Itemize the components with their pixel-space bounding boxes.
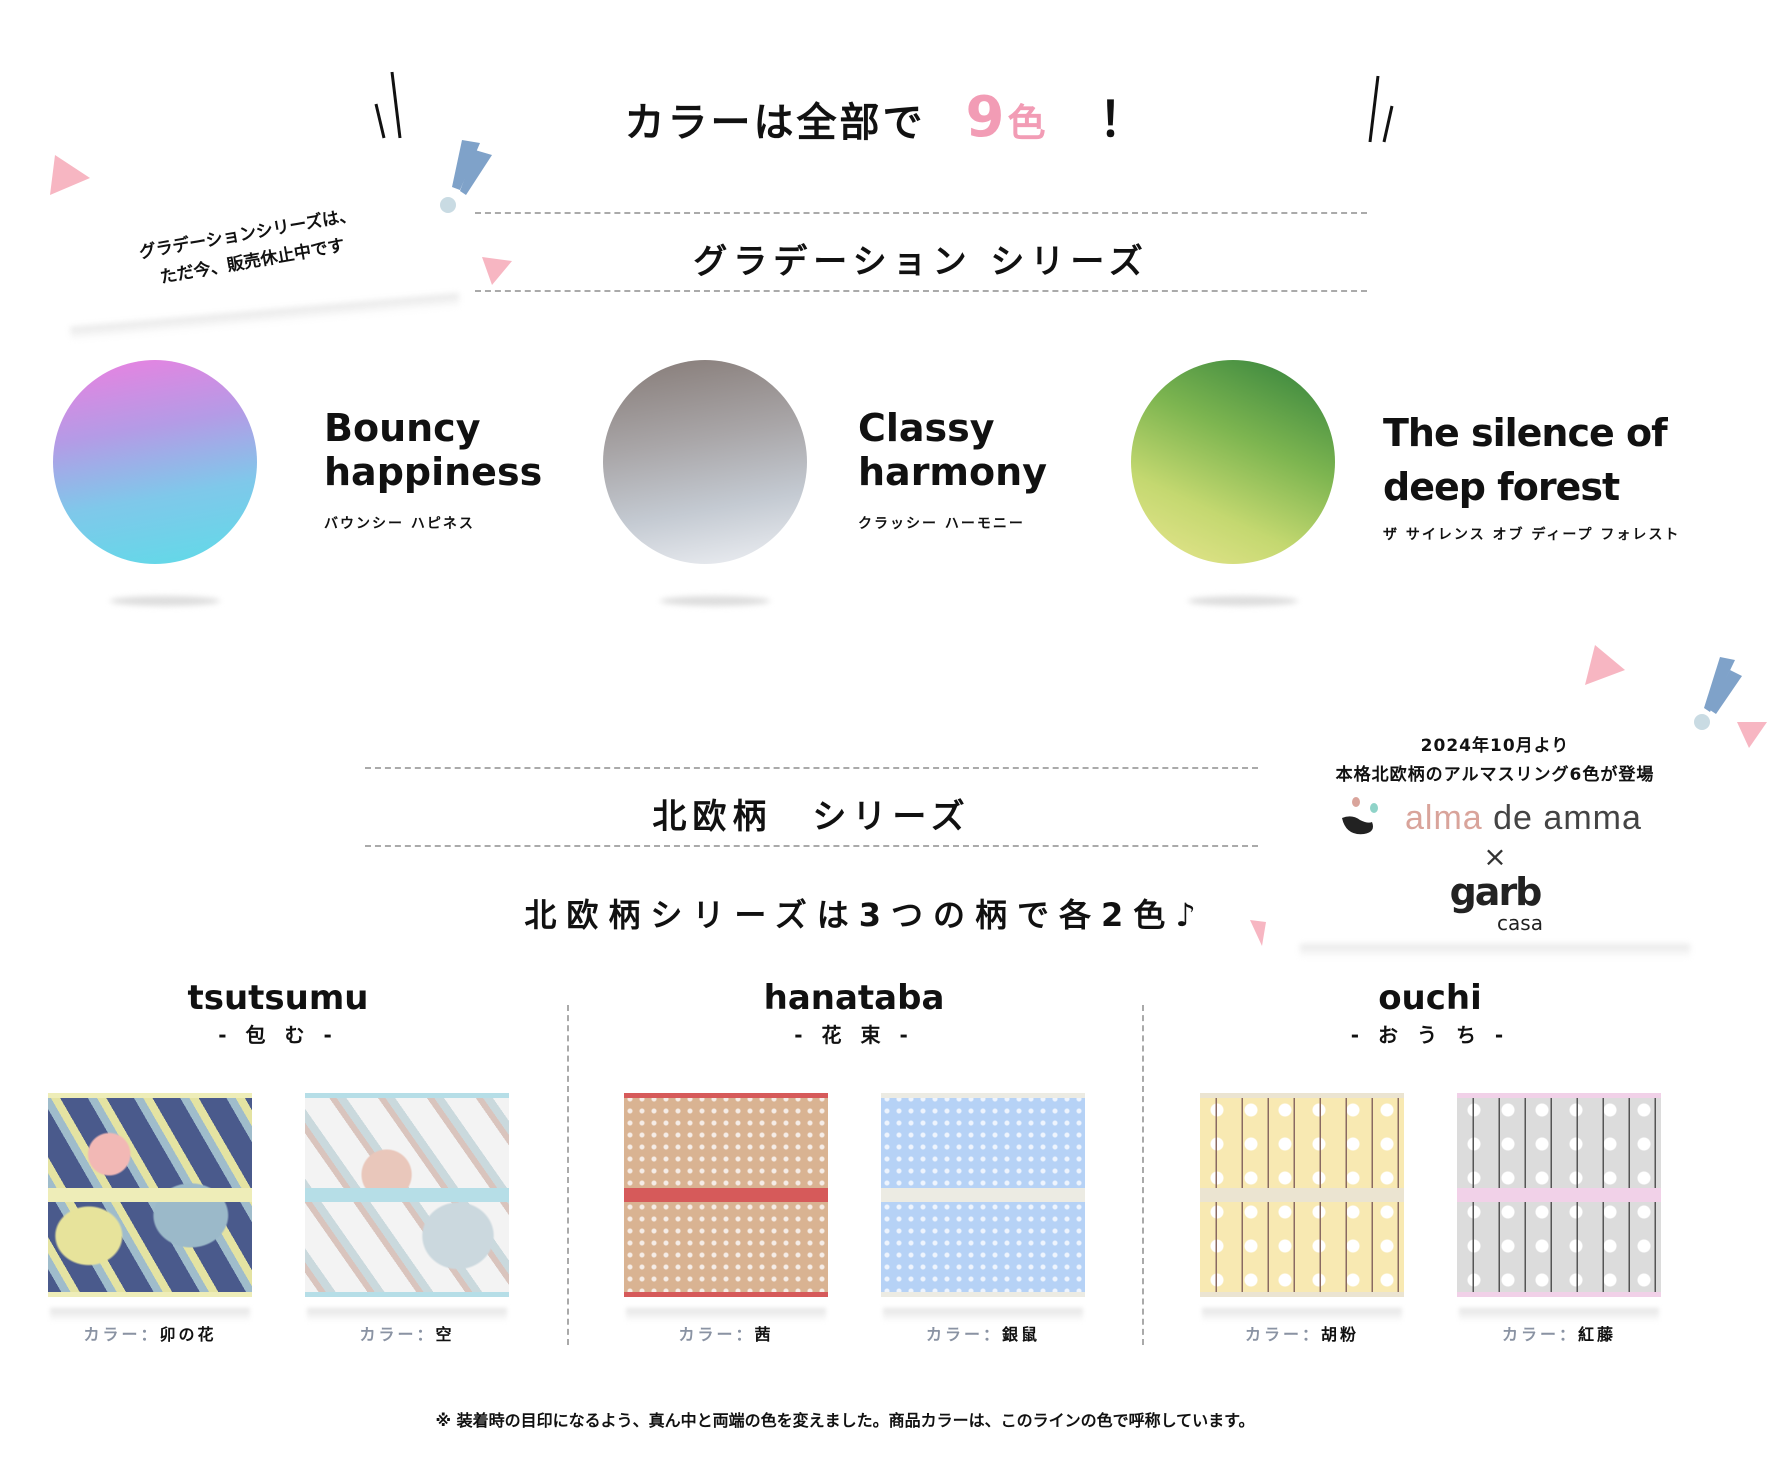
swatch-sora bbox=[305, 1093, 509, 1297]
decoration-lines-icon bbox=[374, 71, 402, 139]
sale-suspended-note: グラデーションシリーズは、ただ今、販売休止中です bbox=[137, 205, 358, 288]
nordic-subtitle: 北欧柄シリーズは3つの柄で各2色♪ bbox=[524, 896, 1206, 934]
swatch-bouncy-happiness bbox=[53, 360, 257, 564]
color-caption: カラー：茜 bbox=[678, 1325, 774, 1344]
pennant-icon bbox=[50, 155, 90, 195]
collab-cross: × bbox=[1483, 840, 1507, 873]
pattern-name: tsutsumu bbox=[187, 978, 369, 1018]
swatch-silence-of-deep-forest bbox=[1131, 360, 1335, 564]
pattern-sub: - 花 束 - bbox=[794, 1023, 914, 1047]
divider bbox=[365, 767, 1258, 769]
swatch-shadow bbox=[1459, 1308, 1659, 1322]
swatch-gofun bbox=[1200, 1093, 1404, 1297]
brand-garb: garb bbox=[1449, 870, 1543, 914]
swatch-unohana bbox=[48, 1093, 252, 1297]
brand-garb-casa: casa bbox=[1497, 911, 1543, 935]
pattern-sub: - 包 む - bbox=[218, 1023, 338, 1047]
promo-text: 本格北欧柄のアルマスリング6色が登場 bbox=[1335, 765, 1655, 785]
pennant-icon bbox=[482, 257, 512, 285]
promo-date: 2024年10月より bbox=[1420, 736, 1570, 756]
color-kana: バウンシー ハピネス bbox=[324, 516, 475, 532]
swatch-classy-harmony bbox=[603, 360, 807, 564]
color-caption: カラー：卯の花 bbox=[83, 1325, 217, 1344]
circle-shadow bbox=[660, 596, 770, 606]
color-caption: カラー：紅藤 bbox=[1501, 1325, 1617, 1344]
brand-alma-de-amma: alma de amma bbox=[1405, 799, 1642, 837]
divider-vertical bbox=[1142, 1005, 1144, 1345]
swatch-akane bbox=[624, 1093, 828, 1297]
swatch-ginnezu bbox=[881, 1093, 1085, 1297]
color-caption: カラー：胡粉 bbox=[1244, 1325, 1360, 1344]
promo-shadow bbox=[1300, 944, 1690, 958]
divider bbox=[475, 212, 1367, 214]
circle-shadow bbox=[110, 596, 220, 606]
color-count: 9 bbox=[965, 85, 1008, 150]
pattern-name: ouchi bbox=[1378, 978, 1482, 1018]
swatch-shadow bbox=[50, 1308, 250, 1322]
divider bbox=[475, 290, 1367, 292]
pennant-icon bbox=[1250, 920, 1266, 946]
nordic-title: 北欧柄 シリーズ bbox=[652, 797, 971, 837]
color-kana: クラッシー ハーモニー bbox=[858, 516, 1025, 532]
circle-shadow bbox=[1188, 596, 1298, 606]
pattern-sub: - お う ち - bbox=[1350, 1023, 1510, 1047]
swatch-shadow bbox=[307, 1308, 507, 1322]
swatch-shadow bbox=[883, 1308, 1083, 1322]
footer-note: ※ 装着時の目印になるよう、真ん中と両端の色を変えました。商品カラーは、このライ… bbox=[435, 1411, 1255, 1430]
swatch-shadow bbox=[1202, 1308, 1402, 1322]
pennant-icon bbox=[1737, 722, 1767, 748]
pattern-name: hanataba bbox=[763, 978, 945, 1018]
divider-vertical bbox=[567, 1005, 569, 1345]
gradation-title: グラデーション シリーズ bbox=[693, 242, 1149, 282]
exclaim-deco-icon bbox=[440, 140, 492, 213]
color-kana: ザ サイレンス オブ ディープ フォレスト bbox=[1383, 527, 1681, 543]
color-caption: カラー：空 bbox=[359, 1325, 455, 1344]
divider bbox=[365, 845, 1258, 847]
exclaim-deco-icon bbox=[1694, 657, 1742, 730]
note-shadow bbox=[70, 293, 460, 341]
color-caption: カラー：銀鼠 bbox=[925, 1325, 1041, 1344]
alma-de-amma-logo-icon bbox=[1342, 797, 1378, 835]
decoration-lines-icon bbox=[1368, 75, 1394, 143]
swatch-shadow bbox=[626, 1308, 826, 1322]
pennant-icon bbox=[1585, 645, 1625, 685]
swatch-benifuji bbox=[1457, 1093, 1661, 1297]
